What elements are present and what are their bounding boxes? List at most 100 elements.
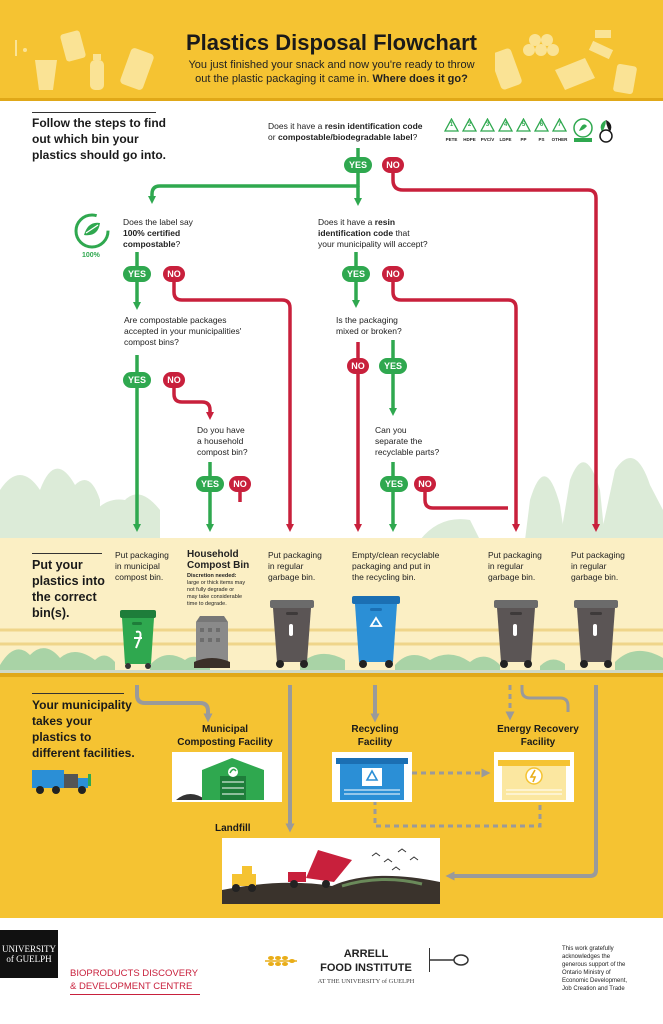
resin-number: 5	[521, 122, 526, 128]
q3-part-c: identification code	[318, 228, 394, 238]
ack-line-5: Economic Development,	[562, 978, 628, 984]
acknowledgement: This work gratefully acknowledges the ge…	[562, 945, 657, 993]
d2-title-2: Compost Bin	[187, 560, 250, 571]
step-municipality-line-3: plastics to	[32, 730, 92, 744]
q4-line-1: Are compostable packages	[124, 315, 227, 325]
q1-part-c: or	[268, 132, 276, 142]
q2-part-b: 100% certified	[123, 228, 181, 238]
certified-compostable-icon	[74, 213, 110, 249]
landfill-scene-icon	[222, 848, 440, 904]
q5-no-pill: NO	[347, 358, 369, 374]
q3-part-a: Does it have a	[318, 217, 373, 227]
page-title: Plastics Disposal Flowchart	[186, 30, 477, 55]
d5-line-1: Put packaging	[488, 550, 542, 560]
facility-energy-label: Energy Recovery Facility	[488, 723, 588, 749]
q6-line-2: a household	[197, 436, 244, 446]
d4-line-2: packaging and put in	[352, 561, 431, 571]
resin-number: 1	[449, 122, 454, 128]
recycling-line-1: Recycling	[351, 724, 399, 735]
q2-part-d: ?	[175, 239, 181, 249]
recycle-triangle-icon	[461, 117, 478, 132]
q1-part-e: ?	[412, 132, 418, 142]
garbage-bin-2-icon	[494, 600, 538, 668]
d2-note-line-2: not fully degrade or	[187, 587, 235, 593]
blue-recycling-bin-icon	[352, 596, 400, 668]
recycle-triangle-icon	[533, 117, 550, 132]
resin-label: LDPE	[499, 137, 512, 142]
certified-percent-label: 100%	[82, 252, 100, 259]
d1-line-3: compost bin.	[115, 572, 164, 582]
recycle-triangle-icon	[497, 117, 514, 132]
q5-line-2: mixed or broken?	[336, 326, 402, 336]
spoon-icon	[430, 954, 469, 966]
composting-facility-icon	[176, 758, 264, 800]
ack-line-4: Ontario Ministry of	[562, 970, 611, 976]
recycle-triangle-icon	[479, 117, 496, 132]
header-line	[0, 98, 663, 101]
landfill-card	[222, 838, 440, 904]
step-municipality-title: Your municipality takes your plastics to…	[32, 697, 135, 761]
arrell-line-1: ARRELL	[343, 948, 389, 960]
ack-line-3: generous support of the	[562, 962, 626, 968]
question-separate-parts: Can you separate the recyclable parts?	[375, 425, 465, 458]
question-mixed-or-broken: Is the packaging mixed or broken?	[336, 315, 436, 337]
question-compostable-accepted: Are compostable packages accepted in you…	[124, 315, 264, 348]
resin-label: PVC/V	[480, 137, 495, 142]
uog-logo: UNIVERSITY of GUELPH	[0, 930, 58, 978]
d1-line-1: Put packaging	[115, 550, 169, 560]
q6-line-3: compost bin?	[197, 447, 248, 457]
d3-line-2: in regular	[268, 561, 304, 571]
d3-line-1: Put packaging	[268, 550, 322, 560]
step-municipality-line-2: takes your	[32, 714, 93, 728]
q3-part-d: that	[395, 228, 410, 238]
energy-facility-icon	[498, 760, 570, 800]
destination-municipal-compost: Put packaging in municipal compost bin.	[115, 550, 185, 583]
resin-label: PETE	[445, 137, 458, 142]
q6-yes-pill: YES	[196, 476, 224, 492]
q6-line-1: Do you have	[197, 425, 245, 435]
q1-part-a: Does it have a	[268, 121, 323, 131]
facility-composting-label: Municipal Composting Facility	[165, 723, 285, 749]
destination-garbage-1: Put packaging in regular garbage bin.	[268, 550, 338, 583]
d2-title-1: Household	[187, 549, 239, 560]
page-subtitle: You just finished your snack and now you…	[150, 58, 513, 86]
bins-band	[0, 538, 663, 673]
q7-line-3: recyclable parts?	[375, 447, 440, 457]
d3-line-3: garbage bin.	[268, 572, 316, 582]
destination-household-compost: Household Compost Bin Discretion needed:…	[187, 549, 267, 608]
collection-truck-icon	[32, 770, 91, 794]
q3-part-e: your municipality will accept?	[318, 239, 428, 249]
footer-band	[0, 918, 663, 1024]
resin-number: 6	[539, 122, 544, 128]
garbage-bin-1-icon	[270, 600, 314, 668]
ack-line-1: This work gratefully	[562, 946, 614, 952]
q3-yes-pill: YES	[342, 266, 370, 282]
composting-line-1: Municipal	[201, 724, 249, 735]
d2-note: Discretion needed: large or thick items …	[187, 573, 267, 608]
resin-label: HDPE	[463, 137, 476, 142]
resin-number: 3	[485, 122, 490, 128]
q4-yes-pill: YES	[123, 372, 151, 388]
q1-part-d: compostable/biodegradable label	[277, 132, 413, 142]
step-put-line-3: the correct	[32, 590, 97, 604]
green-compost-bin-icon	[120, 610, 156, 669]
d2-note-line-1: large or thick items may	[187, 580, 246, 586]
recycle-triangle-icon	[443, 117, 460, 132]
resin-number: 4	[503, 122, 508, 128]
destination-recycling: Empty/clean recyclable packaging and put…	[352, 550, 462, 583]
subtitle-line-1: You just finished your snack and now you…	[188, 59, 475, 71]
arrell-name: ARRELL FOOD INSTITUTE	[310, 947, 422, 975]
destination-garbage-2: Put packaging in regular garbage bin.	[488, 550, 558, 583]
step-municipality-rule	[32, 693, 124, 694]
uog-line-2: of GUELPH	[6, 954, 52, 964]
d2-note-line-4: time to degrade.	[187, 601, 227, 607]
composting-line-2: Composting Facility	[177, 737, 273, 748]
resin-label: PS	[538, 137, 545, 142]
question-accepted-resin-code: Does it have a resin identification code…	[318, 217, 458, 250]
